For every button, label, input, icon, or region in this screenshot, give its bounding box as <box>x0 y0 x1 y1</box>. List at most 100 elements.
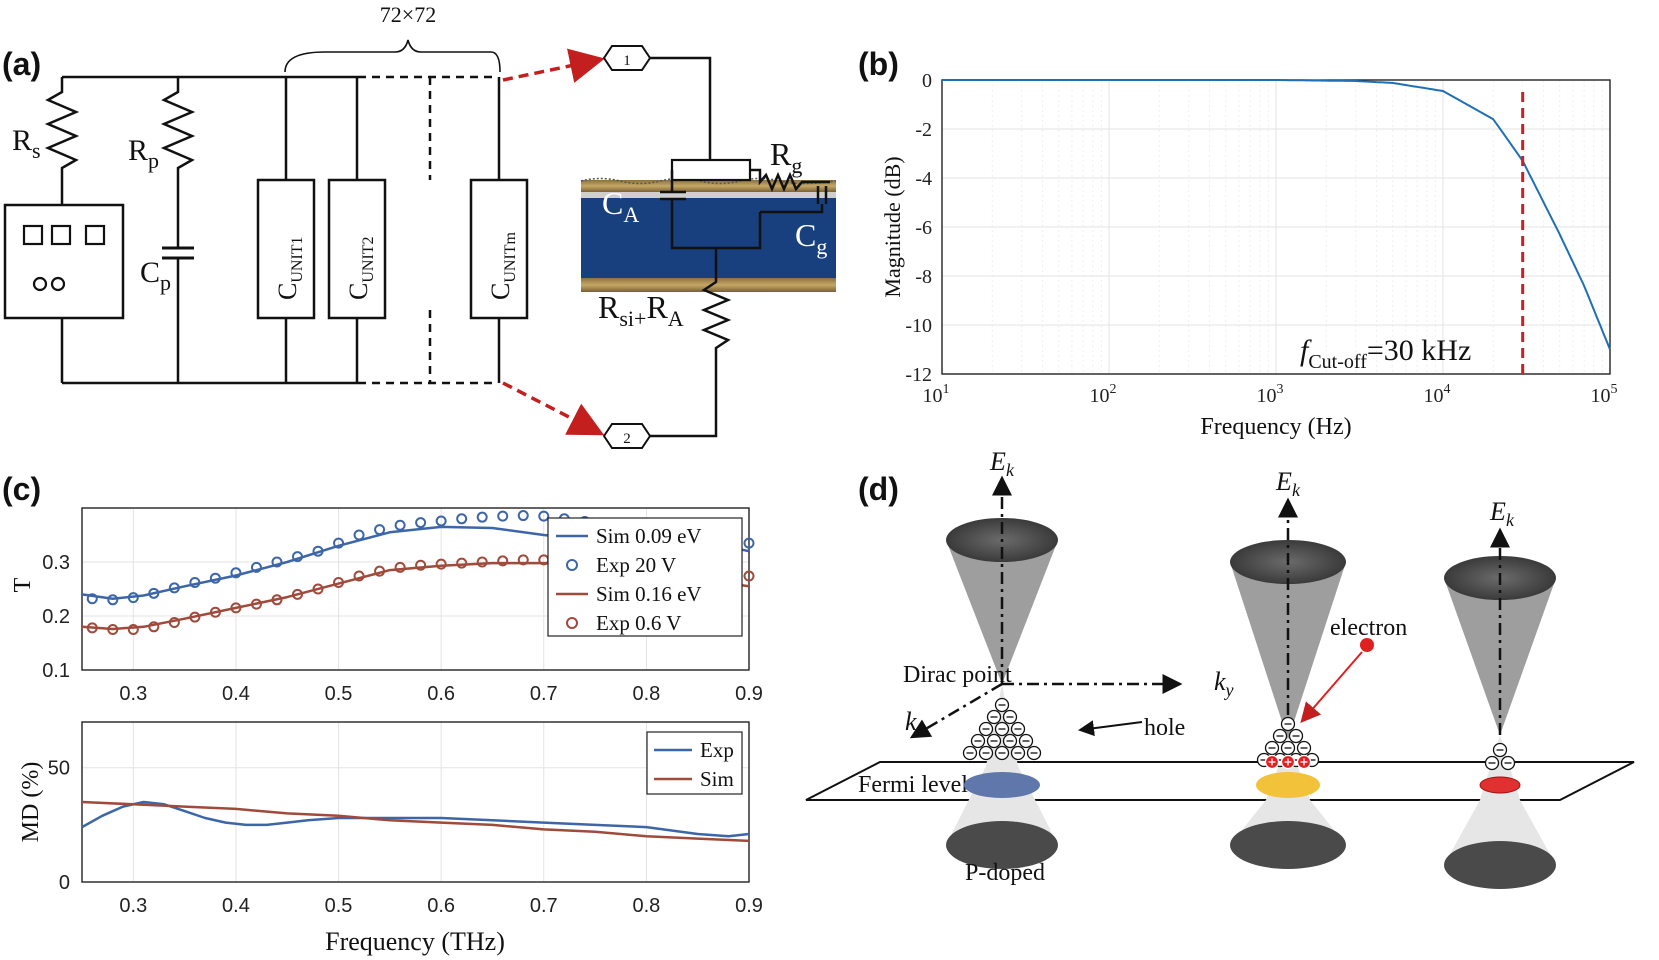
data-point-marker <box>497 555 509 567</box>
data-point-marker <box>189 577 201 589</box>
x-tick-label: 0.7 <box>530 683 558 705</box>
svg-text:2: 2 <box>623 431 631 447</box>
data-point-marker <box>168 582 180 594</box>
p-doped-label: P-doped <box>965 860 1045 886</box>
data-point-marker <box>250 561 262 573</box>
dirac-point-label: Dirac point <box>903 662 1012 688</box>
data-point-marker <box>497 510 509 522</box>
data-point-marker <box>291 588 303 600</box>
panel-c-top-axes <box>81 507 750 671</box>
cunit2-label: CUNIT2 <box>344 236 377 300</box>
y-tick-label: 0 <box>922 70 932 92</box>
panel-a-label: (a) <box>2 46 41 82</box>
dirac-cone-2 <box>1230 497 1346 869</box>
x-tick-label: 0.5 <box>325 895 353 917</box>
magnitude-series-line <box>942 79 1611 350</box>
data-point-marker <box>476 556 488 568</box>
series-line <box>81 800 750 838</box>
y-tick-label: 0 <box>59 872 70 894</box>
x-tick-label: 0.9 <box>735 895 763 917</box>
x-tick-label: 0.9 <box>735 683 763 705</box>
dirac-cone-p-doped <box>946 475 1058 869</box>
y-tick-label: -4 <box>915 168 932 190</box>
rp-label: Rp <box>128 134 159 173</box>
ek-label-2: Ek <box>1275 467 1301 500</box>
rg-label: Rg <box>770 136 802 178</box>
x-tick-label: 0.3 <box>119 683 147 705</box>
cutoff-label: fCut-off=30 kHz <box>1300 334 1471 373</box>
data-point-marker <box>250 598 262 610</box>
data-point-marker <box>476 511 488 523</box>
panel-c-top-ylabel: T <box>10 577 36 592</box>
hole-cluster-2 <box>1256 716 1320 770</box>
x-tick-label: 0.3 <box>119 895 147 917</box>
data-point-marker <box>743 570 755 582</box>
y-tick-label: 0.3 <box>42 552 70 574</box>
data-point-marker <box>415 559 427 571</box>
data-point-marker <box>271 594 283 606</box>
legend-label: Exp 0.6 V <box>596 611 681 635</box>
y-tick-label: 50 <box>48 758 70 780</box>
svg-text:1: 1 <box>623 53 631 69</box>
data-point-marker <box>168 616 180 628</box>
data-point-marker <box>415 517 427 529</box>
legend-label: Sim 0.09 eV <box>596 524 702 548</box>
y-tick-label: -2 <box>915 119 932 141</box>
hole-label: hole <box>1144 715 1185 741</box>
ky-label: ky <box>1214 667 1234 700</box>
fermi-level-label: Fermi level <box>858 772 968 798</box>
ek-label-3: Ek <box>1489 497 1515 530</box>
panel-a: (a) 72×72 Rs Rp Cp CUNIT1 CUNI <box>2 2 837 449</box>
legend-label: Exp 20 V <box>596 553 676 577</box>
data-point-marker <box>230 567 242 579</box>
data-point-marker <box>333 577 345 589</box>
ek-label-1: Ek <box>989 447 1015 480</box>
data-point-marker <box>209 572 221 584</box>
data-point-marker <box>312 545 324 557</box>
data-point-marker <box>312 583 324 595</box>
cg-label: Cg <box>795 217 827 259</box>
data-point-marker <box>107 594 119 606</box>
x-tick-label: 0.4 <box>222 683 250 705</box>
data-point-marker <box>353 570 365 582</box>
data-point-marker <box>148 587 160 599</box>
panel-d-label: (d) <box>858 471 899 507</box>
array-brace <box>284 39 501 73</box>
panel-b-xlabel: Frequency (Hz) <box>1200 414 1351 440</box>
x-tick-label: 0.5 <box>325 683 353 705</box>
panel-c-label: (c) <box>2 471 41 507</box>
cunitm-label: CUNITm <box>486 231 519 300</box>
data-point-marker <box>86 622 98 634</box>
x-tick-label: 101 <box>923 382 950 407</box>
data-point-marker <box>107 624 119 635</box>
x-tick-label: 102 <box>1090 382 1117 407</box>
hole-cluster-1 <box>962 697 1042 761</box>
data-point-marker <box>374 524 386 536</box>
legend-swatch <box>566 617 578 629</box>
ca-label: CA <box>602 185 639 227</box>
data-point-marker <box>517 510 529 522</box>
data-point-marker <box>209 606 221 618</box>
data-point-marker <box>127 624 139 635</box>
panel-d: (d) Fermi level Ek ky kx Dirac point hol… <box>805 447 1635 889</box>
data-point-marker <box>456 513 468 525</box>
meter-box <box>3 203 125 320</box>
array-size-label: 72×72 <box>380 2 436 27</box>
x-tick-label: 0.6 <box>427 683 455 705</box>
x-tick-label: 0.7 <box>530 895 558 917</box>
x-tick-label: 0.6 <box>427 895 455 917</box>
legend-swatch <box>566 559 578 571</box>
x-tick-label: 0.8 <box>632 895 660 917</box>
x-tick-label: 104 <box>1424 382 1451 407</box>
data-point-marker <box>456 557 468 569</box>
data-point-marker <box>353 529 365 541</box>
cp-label: Cp <box>140 256 171 295</box>
y-tick-label: -6 <box>915 217 932 239</box>
data-point-marker <box>230 602 242 614</box>
data-point-marker <box>394 561 406 573</box>
cunit2-box <box>327 178 387 320</box>
